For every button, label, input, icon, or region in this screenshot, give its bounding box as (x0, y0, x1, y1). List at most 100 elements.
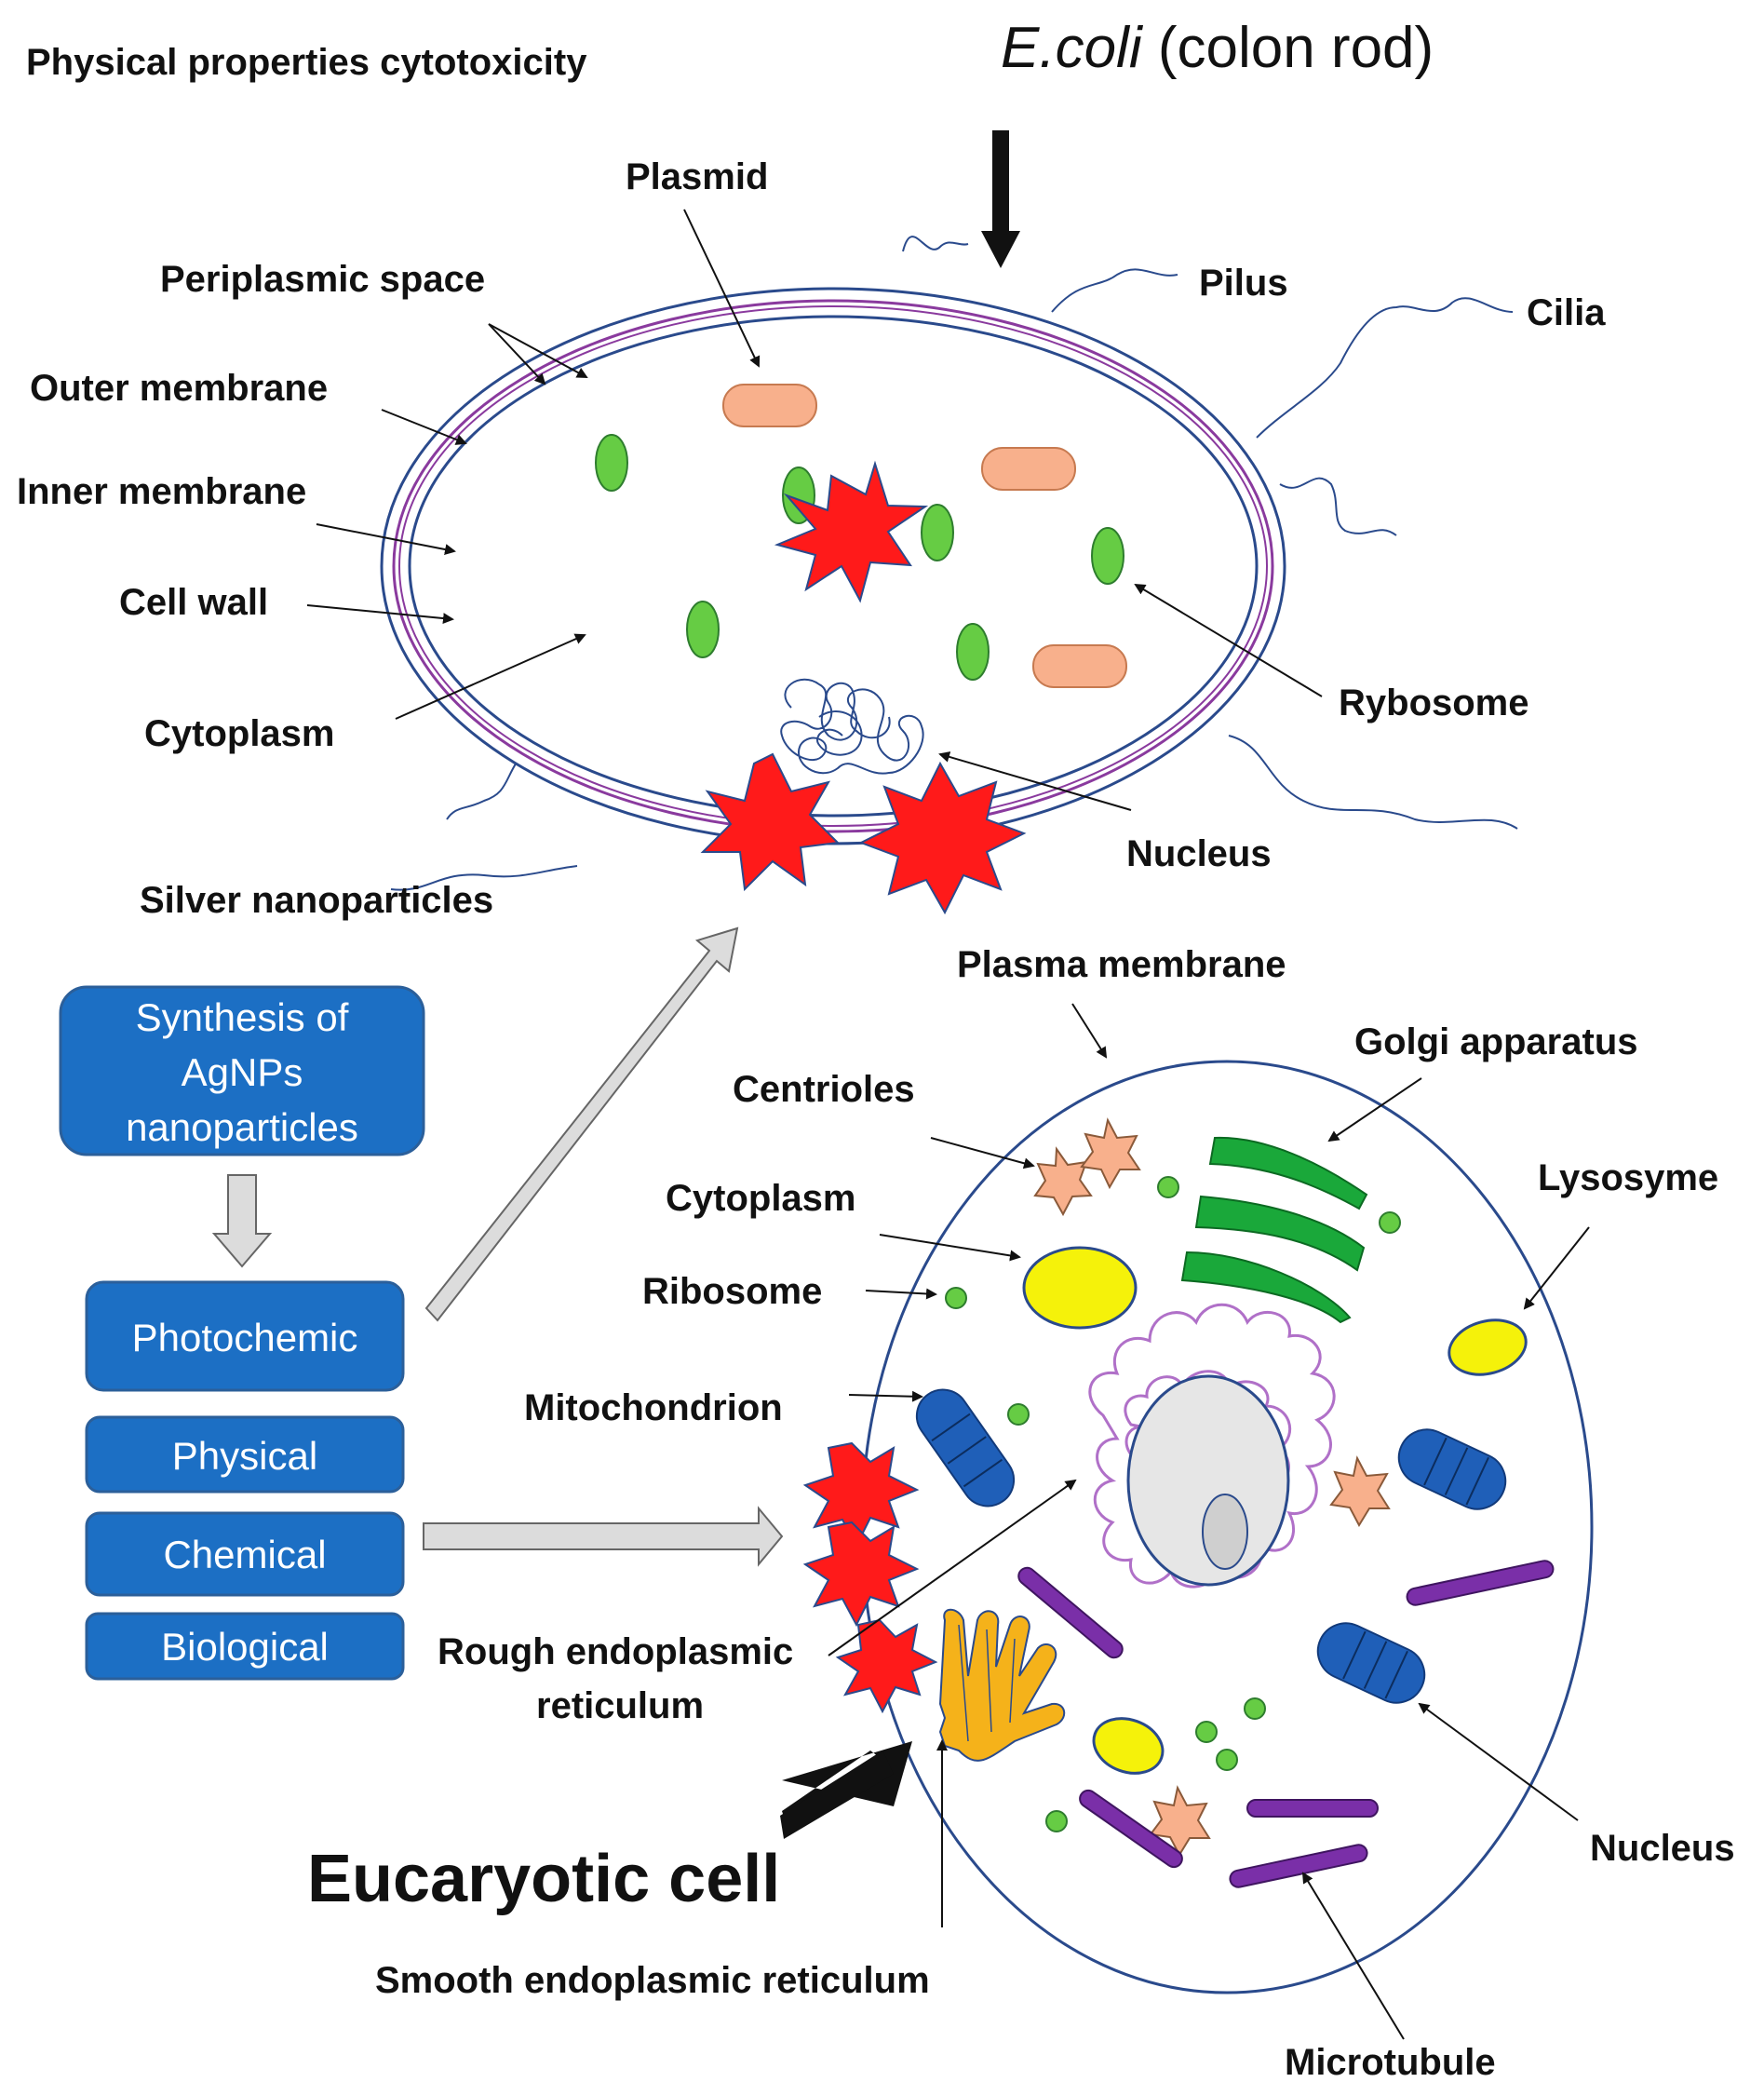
ribosome-label-eukaryote: Ribosome (642, 1271, 822, 1312)
synthesis-panel: Synthesis of AgNPs nanoparticles Photoch… (59, 926, 784, 1681)
ribosome-dot-1 (1157, 1176, 1179, 1198)
ribosome-5 (686, 601, 720, 658)
outer-membrane-label: Outer membrane (30, 368, 328, 409)
plasmid-2 (981, 447, 1076, 491)
mitochondrion-1 (915, 1388, 1016, 1507)
method-label-photochemic: Photochemic (132, 1316, 358, 1359)
lysosome-1 (1022, 1246, 1138, 1330)
nanoparticle-star-5 (802, 1521, 920, 1628)
synthesis-to-bacterium-arrow (424, 926, 739, 1322)
cytoplasm-label-eukaryote: Cytoplasm (666, 1178, 856, 1219)
nanoparticle-star-6 (835, 1618, 938, 1714)
ecoli-title: E.coli (colon rod) (1001, 16, 1434, 80)
cytoplasm-pointer (395, 633, 586, 720)
method-box-biological (85, 1612, 405, 1681)
periplasmic-space-label: Periplasmic space (160, 259, 485, 300)
plasma-membrane-label: Plasma membrane (957, 944, 1286, 985)
mitochondrion-3 (1316, 1622, 1426, 1704)
rough-er-label-1: Rough endoplasmic (438, 1631, 793, 1672)
lysosyme-label: Lysosyme (1538, 1157, 1718, 1198)
cilia-2 (1279, 477, 1397, 536)
centrioles-label: Centrioles (733, 1069, 915, 1110)
mitochondrion-2 (1397, 1428, 1507, 1510)
ecoli-title-italic: E.coli (1001, 16, 1144, 80)
cytoplasm-label: Cytoplasm (144, 713, 335, 754)
microtubule-1 (1017, 1566, 1124, 1659)
method-box-photochemic (85, 1280, 405, 1392)
inner-membrane-purple-1 (392, 299, 1274, 833)
nanoparticle-star-1 (774, 460, 929, 603)
lysosome-3 (1092, 1717, 1165, 1775)
cilia-3 (1228, 735, 1518, 830)
silver-nanoparticles-bacterium (700, 460, 1027, 915)
golgi-3 (1180, 1251, 1352, 1324)
microtubule-5 (1229, 1844, 1368, 1888)
nucleoid (780, 678, 924, 775)
method-label-chemical: Chemical (163, 1533, 326, 1576)
ribosome-1 (595, 434, 628, 492)
ribosome-dot-7 (1216, 1749, 1238, 1771)
inner-membrane-purple-2 (398, 305, 1268, 827)
microtubule-3 (1079, 1789, 1183, 1869)
microtubule-pointer (1301, 1872, 1405, 2040)
centriole-2 (1080, 1117, 1141, 1190)
ecoli-title-rest: (colon rod) (1142, 16, 1434, 80)
nucleus-label-bacterium: Nucleus (1126, 833, 1272, 874)
nucleus-envelope (1126, 1374, 1290, 1587)
ribosome-6 (956, 623, 990, 681)
nanoparticle-star-2 (700, 752, 841, 892)
nucleus-pointer-bacterium (938, 751, 1132, 811)
ribosome-3 (921, 504, 954, 561)
synthesis-title-line-3: nanoparticles (126, 1105, 358, 1149)
pilus-1 (902, 236, 969, 252)
eukaryotic-cell-title: Eucaryotic cell (307, 1842, 780, 1916)
microtubule-2 (1406, 1560, 1555, 1606)
synthesis-title-line-2: AgNPs (182, 1050, 303, 1094)
plasmid-3 (1032, 644, 1127, 688)
golgi-label: Golgi apparatus (1354, 1021, 1638, 1062)
ribosome-dot-3 (945, 1287, 967, 1309)
cilia-label: Cilia (1527, 292, 1606, 333)
nucleolus (1202, 1494, 1248, 1570)
nucleus-pointer-eukaryote (1418, 1702, 1579, 1821)
centriole-3 (1329, 1455, 1391, 1528)
centrioles-pointer (930, 1137, 1035, 1169)
golgi-pointer (1327, 1077, 1422, 1142)
ribosome-dot-4 (1007, 1403, 1030, 1426)
method-box-chemical (85, 1511, 405, 1597)
silver-nanoparticles-label: Silver nanoparticles (140, 880, 493, 921)
pilus-label: Pilus (1199, 263, 1288, 304)
ribosome-pointer-eukaryote (865, 1288, 937, 1300)
method-label-biological: Biological (161, 1625, 329, 1669)
physical-properties-label: Physical properties cytotoxicity (26, 42, 587, 83)
smooth-er (938, 1608, 1066, 1762)
cilia-4 (446, 744, 532, 820)
method-label-physical: Physical (172, 1434, 317, 1478)
ribosome-4 (1091, 527, 1124, 585)
eukaryotic-cell (860, 1060, 1594, 1994)
microtubule-4 (1246, 1799, 1379, 1818)
nucleus-label-eukaryote: Nucleus (1590, 1828, 1735, 1869)
ribosome-dot-2 (1379, 1211, 1401, 1234)
inner-membrane-label: Inner membrane (17, 471, 306, 512)
rough-er (1088, 1303, 1336, 1589)
synthesis-title-line-1: Synthesis of (136, 995, 349, 1039)
cell-wall-label: Cell wall (119, 582, 268, 623)
nucleoid-2 (816, 710, 863, 756)
synthesis-title-box (59, 985, 425, 1156)
outer-membrane-pointer (381, 409, 467, 445)
microtubule-label: Microtubule (1285, 2042, 1496, 2082)
cilia-1 (1256, 297, 1514, 439)
ecoli-pointer-arrow (981, 130, 1020, 268)
lysosome-2 (1448, 1318, 1528, 1376)
mitochondrion-label: Mitochondrion (524, 1387, 783, 1428)
eukaryote-pointer-arrow (780, 1741, 912, 1839)
cell-wall-pointer (306, 604, 454, 625)
nanoparticle-star-3 (858, 761, 1027, 915)
ribosome-dot-5 (1244, 1697, 1266, 1720)
lysosyme-pointer (1523, 1226, 1590, 1310)
pilus-2 (1051, 268, 1178, 313)
plasma-membrane-pointer (1071, 1003, 1108, 1059)
plasmid-1 (722, 384, 817, 427)
